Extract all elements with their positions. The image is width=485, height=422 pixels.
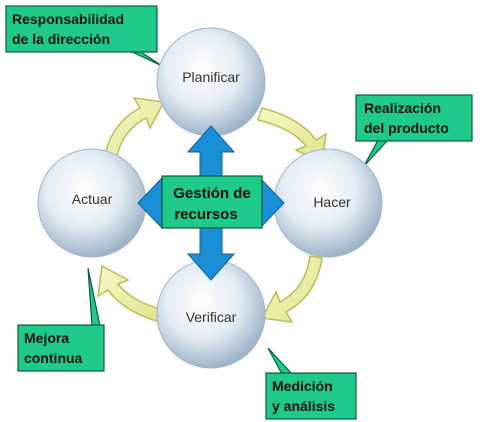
callout-medicion: Medición y análisis [265,372,357,420]
callout-mejora: Mejora continua [17,324,105,372]
center-label-line1: Gestión de [173,185,251,202]
cycle-arrow-act-to-plan-icon [103,97,166,163]
cycle-arrow-check-to-act-icon [97,264,165,323]
callout-realizacion-line2: del producto [364,120,449,136]
connector-medicion [267,347,294,375]
callout-mejora-line2: continua [24,350,83,366]
callout-realizacion-line1: Realización [364,100,441,116]
phase-label-actuar: Actuar [72,191,113,207]
connector-realizacion [363,139,390,167]
callout-realizacion: Realización del producto [355,94,473,142]
callout-responsabilidad-line2: de la dirección [12,31,110,47]
callout-mejora-line1: Mejora [24,330,69,346]
connector-mejora [87,267,101,327]
phase-circle-hacer: Hacer [273,148,383,258]
phase-label-planificar: Planificar [182,69,240,85]
center-label-line2: recursos [174,206,237,223]
phase-circle-verificar: Verificar [156,259,266,369]
callout-responsabilidad: Responsabilidad de la dirección [5,5,158,53]
callout-medicion-line1: Medición [272,378,333,394]
phase-circle-planificar: Planificar [156,27,266,137]
callout-responsabilidad-line1: Responsabilidad [12,11,124,27]
phase-circle-actuar: Actuar [37,148,147,258]
center-label-box: Gestión de recursos [161,175,263,229]
phase-label-verificar: Verificar [186,309,237,325]
cycle-arrow-do-to-check-icon [260,255,323,323]
callout-medicion-line2: y análisis [272,398,335,414]
cycle-arrows [97,97,327,323]
phase-label-hacer: Hacer [313,194,351,210]
